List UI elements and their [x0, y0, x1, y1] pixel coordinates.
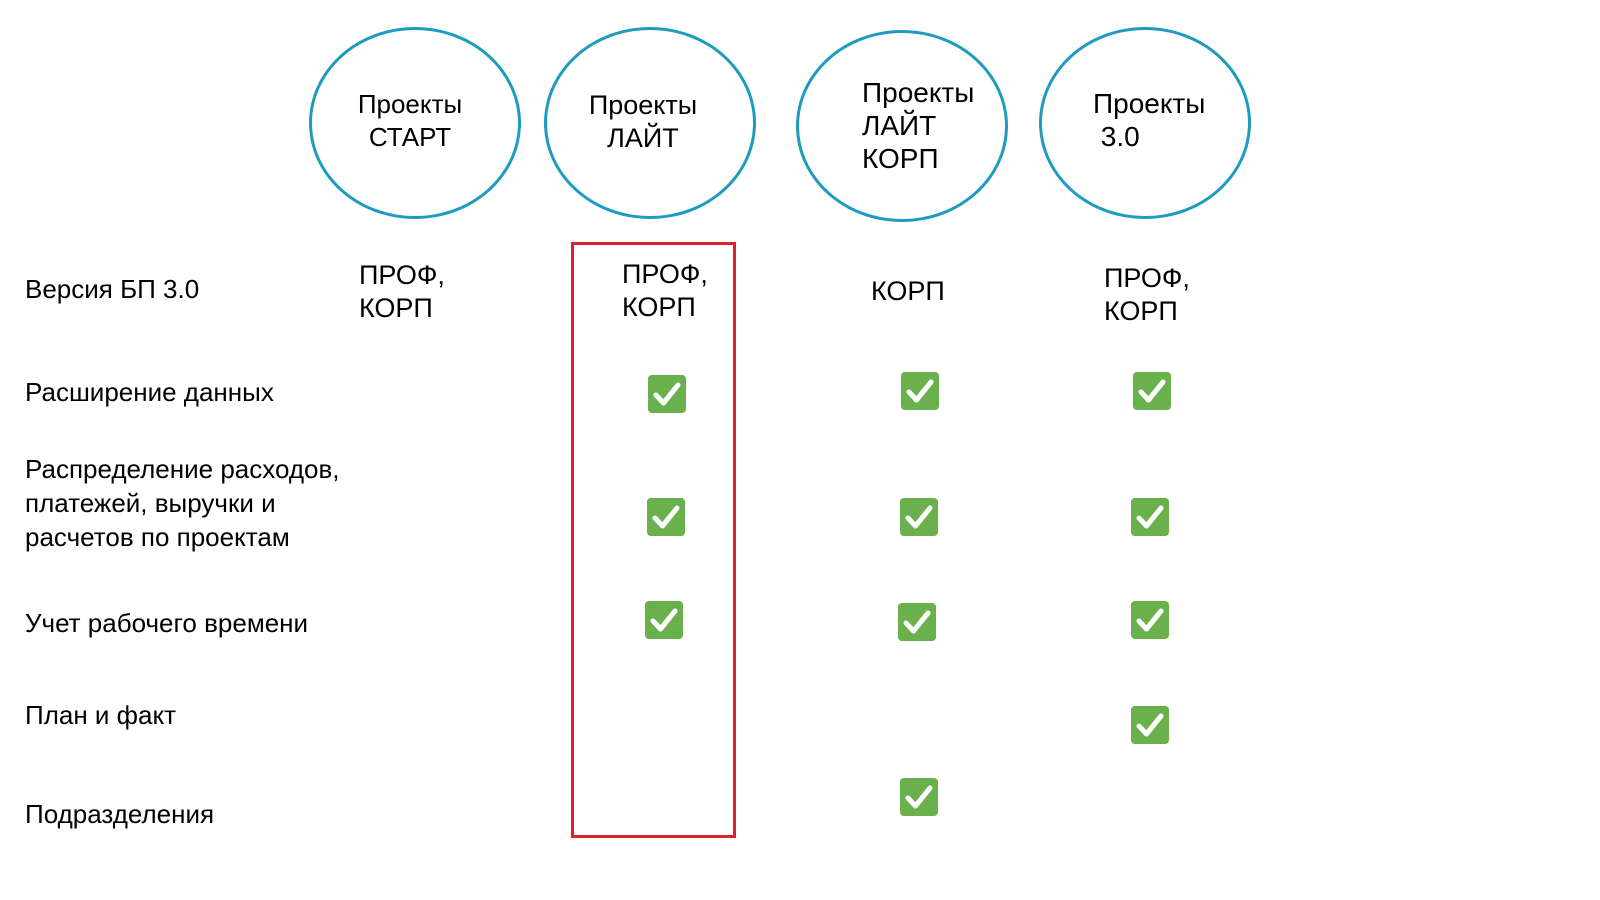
- row-label-distribution: Распределение расходов, платежей, выручк…: [25, 454, 340, 552]
- row-label-time-tracking: Учет рабочего времени: [25, 608, 309, 638]
- check-icon: [901, 372, 939, 410]
- version-cell-lite: ПРОФ, КОРП: [622, 259, 708, 322]
- row-label-data-extension: Расширение данных: [25, 377, 274, 407]
- column-label-30: Проекты 3.0: [1093, 88, 1206, 152]
- version-cell-start: ПРОФ, КОРП: [359, 260, 445, 323]
- version-cell-30: ПРОФ, КОРП: [1104, 263, 1190, 326]
- check-icon: [645, 601, 683, 639]
- check-icon: [898, 603, 936, 641]
- check-icon: [648, 375, 686, 413]
- check-icon: [1131, 498, 1169, 536]
- check-icon: [1131, 601, 1169, 639]
- row-label-plan-fact: План и факт: [25, 700, 177, 730]
- row-label-departments: Подразделения: [25, 799, 215, 829]
- column-label-start: Проекты СТАРТ: [357, 89, 463, 152]
- column-circle-lite: [544, 27, 756, 219]
- highlight-box-lite: [571, 242, 736, 838]
- column-circle-lite-corp: [796, 30, 1008, 222]
- column-label-lite-corp: Проекты ЛАЙТ КОРП: [862, 77, 975, 174]
- column-circle-30: [1039, 27, 1251, 219]
- check-icon: [1133, 372, 1171, 410]
- check-icon: [900, 498, 938, 536]
- check-icon: [1131, 706, 1169, 744]
- row-label-version: Версия БП 3.0: [25, 274, 200, 304]
- check-icon: [900, 778, 938, 816]
- column-label-lite: Проекты ЛАЙТ: [588, 90, 698, 153]
- column-circle-start: [309, 27, 521, 219]
- version-cell-corp: КОРП: [871, 276, 945, 306]
- check-icon: [647, 498, 685, 536]
